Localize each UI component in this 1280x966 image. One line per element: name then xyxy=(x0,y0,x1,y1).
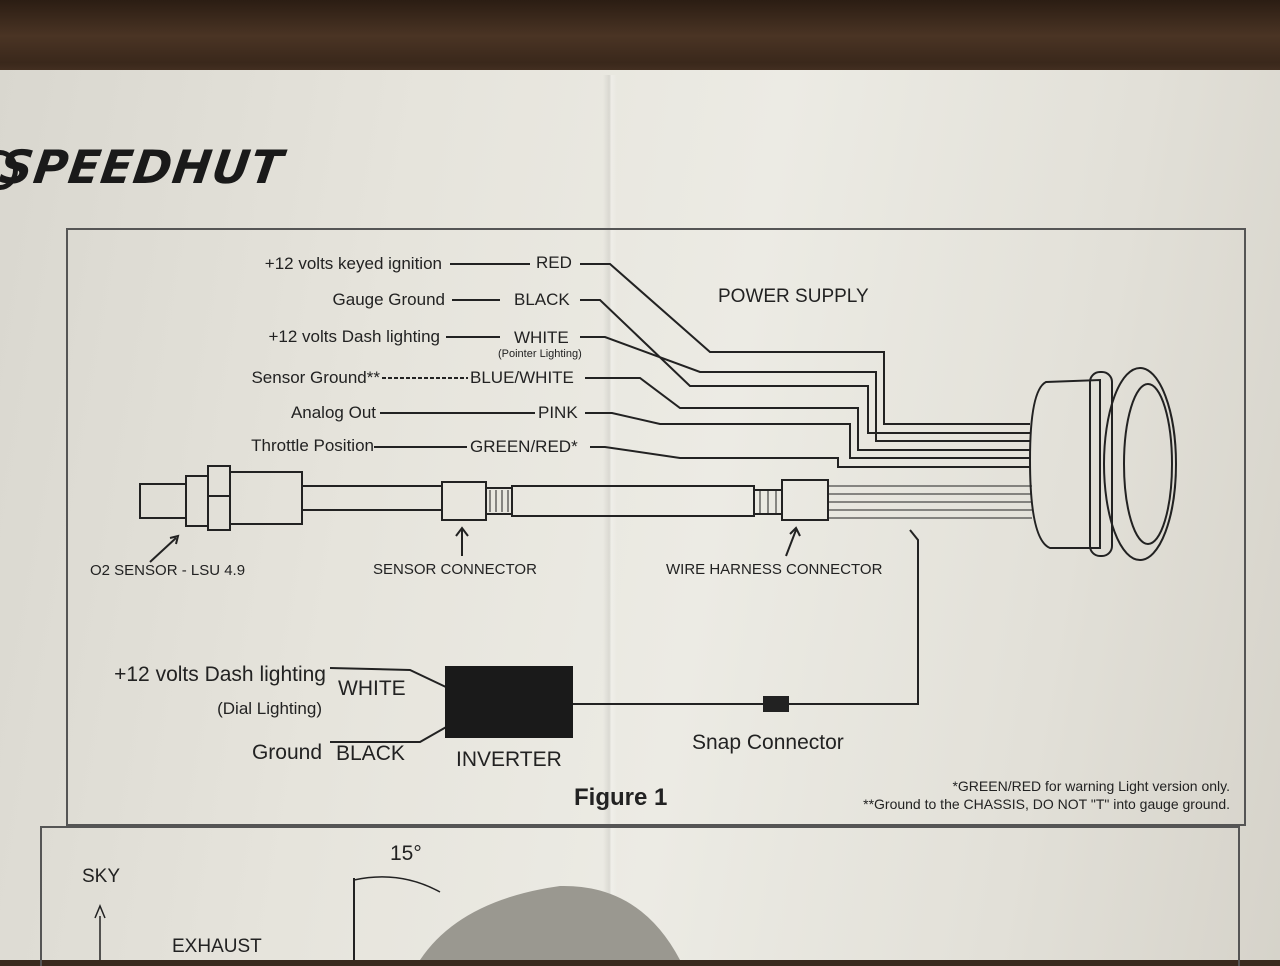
wire-label-sensor-ground: Sensor Ground** xyxy=(251,368,380,387)
dial-wire-black: BLACK xyxy=(336,742,405,765)
dial-lighting-label: +12 volts Dash lighting xyxy=(114,663,326,686)
power-supply-wires xyxy=(580,263,1030,468)
wire-color-green-red: GREEN/RED* xyxy=(470,437,578,456)
angle-label: 15° xyxy=(390,842,422,865)
sensor-connector-label: SENSOR CONNECTOR xyxy=(373,561,537,578)
wire-note-pointer-lighting: (Pointer Lighting) xyxy=(498,348,582,360)
dial-lighting-sub: (Dial Lighting) xyxy=(217,699,322,718)
pointer-arrows xyxy=(149,526,801,563)
footnote-ground: **Ground to the CHASSIS, DO NOT "T" into… xyxy=(863,796,1230,812)
o2-sensor-label: O2 SENSOR - LSU 4.9 xyxy=(90,562,246,579)
wire-color-pink: PINK xyxy=(538,403,578,422)
wire-label-throttle-position: Throttle Position xyxy=(251,436,374,455)
sensor-harness xyxy=(139,465,1032,531)
sky-label: SKY xyxy=(82,866,121,887)
wire-label-ignition: +12 volts keyed ignition xyxy=(264,254,442,273)
wire-color-blue-white: BLUE/WHITE xyxy=(470,368,574,387)
figure-caption: Figure 1 xyxy=(574,784,668,811)
power-supply-label: POWER SUPPLY xyxy=(718,286,869,307)
wire-color-black: BLACK xyxy=(514,290,570,309)
dial-ground-label: Ground xyxy=(251,741,322,764)
dial-lighting-wires xyxy=(329,529,919,743)
dial-wire-white: WHITE xyxy=(338,677,406,700)
wire-label-dash-lighting: +12 volts Dash lighting xyxy=(268,327,440,346)
snap-connector-label: Snap Connector xyxy=(692,731,844,754)
wire-harness-connector-label: WIRE HARNESS CONNECTOR xyxy=(666,561,883,578)
gauge-icon xyxy=(1028,367,1177,561)
wire-color-red: RED xyxy=(536,253,572,272)
lower-figure-frame xyxy=(40,826,1240,966)
footnote-green-red: *GREEN/RED for warning Light version onl… xyxy=(952,778,1230,794)
exhaust-label: EXHAUST xyxy=(172,936,262,957)
inverter-label: INVERTER xyxy=(456,748,562,771)
wire-label-analog-out: Analog Out xyxy=(290,403,376,422)
lower-figure-sketch xyxy=(94,876,680,960)
wire-label-gauge-ground: Gauge Ground xyxy=(332,290,445,309)
label-leaders xyxy=(374,263,535,448)
figure-frame xyxy=(66,228,1246,826)
wire-color-white: WHITE xyxy=(514,328,569,347)
paper-fold xyxy=(603,75,617,960)
inverter-box xyxy=(445,666,573,738)
